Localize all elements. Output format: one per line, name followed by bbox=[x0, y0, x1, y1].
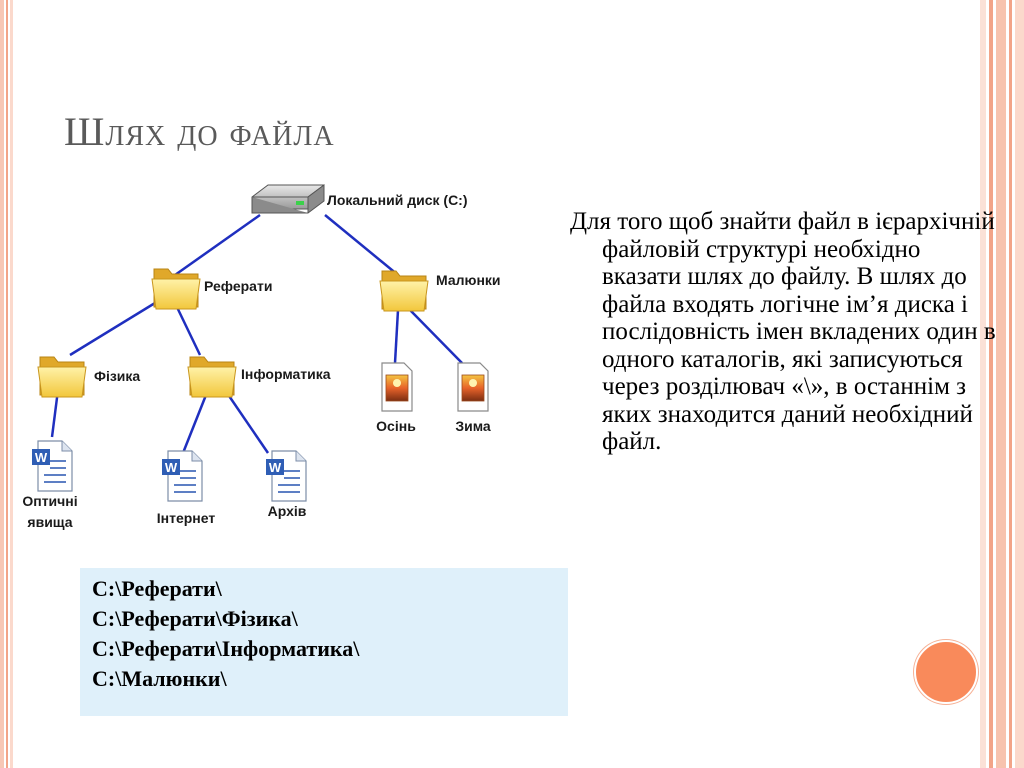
disk-label: Локальний диск (С:) bbox=[327, 192, 468, 208]
folder-label-maliunky: Малюнки bbox=[436, 272, 501, 288]
path-line: С:\Малюнки\ bbox=[92, 666, 227, 691]
path-line: С:\Реферати\Фізика\ bbox=[92, 606, 298, 631]
word-document-icon bbox=[161, 450, 203, 502]
folder-label-referaty: Реферати bbox=[204, 278, 272, 294]
image-file-icon bbox=[381, 362, 413, 412]
description-text: Для того щоб знайти файл в ієрархічній ф… bbox=[570, 208, 996, 455]
path-line: С:\Реферати\ bbox=[92, 576, 222, 601]
file-label-optics-line2: явища bbox=[27, 514, 72, 530]
paths-example-box: С:\Реферати\ С:\Реферати\Фізика\ С:\Рефе… bbox=[80, 568, 568, 716]
hard-disk-icon bbox=[251, 184, 325, 214]
file-label-archive: Архів bbox=[268, 503, 307, 519]
left-frame-stripes bbox=[0, 0, 14, 768]
folder-label-fizyka: Фізика bbox=[94, 368, 140, 384]
path-line: С:\Реферати\Інформатика\ bbox=[92, 636, 360, 661]
decorative-circle bbox=[914, 640, 978, 704]
folder-label-informatyka: Інформатика bbox=[241, 366, 331, 382]
right-frame-stripes bbox=[980, 0, 1024, 768]
image-file-icon bbox=[457, 362, 489, 412]
folder-icon bbox=[379, 270, 429, 312]
file-tree-diagram: W Локальний диск (С:) Реферати Малюнки Ф… bbox=[22, 184, 501, 530]
file-label-autumn: Осінь bbox=[376, 418, 416, 434]
file-label-winter: Зима bbox=[455, 418, 491, 434]
folder-icon bbox=[37, 356, 87, 398]
folder-icon bbox=[151, 268, 201, 310]
slide-title: Шлях до файла bbox=[64, 109, 335, 154]
tree-connectors bbox=[50, 213, 463, 454]
folder-icon bbox=[187, 356, 237, 398]
word-document-icon bbox=[265, 450, 307, 502]
file-label-internet: Інтернет bbox=[157, 510, 216, 526]
word-document-icon bbox=[31, 440, 73, 492]
file-label-optics-line1: Оптичні bbox=[22, 493, 77, 509]
